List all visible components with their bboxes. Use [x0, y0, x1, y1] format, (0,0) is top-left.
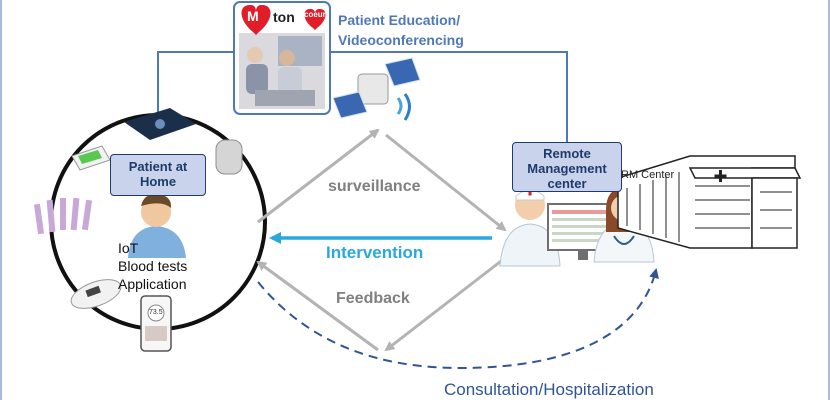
consultation-dashed-arrow	[257, 268, 659, 370]
pacemaker-icon	[215, 139, 243, 175]
surveillance-arrow-up	[257, 128, 380, 224]
connector-education-to-center	[330, 51, 568, 142]
smartphone-icon	[140, 295, 172, 352]
smart-scale-icon	[124, 108, 196, 140]
feedback-arrow-up	[256, 260, 379, 352]
building-sign: RM Center	[621, 169, 675, 181]
patient-avatar	[128, 193, 186, 258]
patient-box-line1: Patient at	[128, 159, 188, 174]
hospital-building-icon	[617, 155, 802, 249]
logo-letter-m: M	[247, 8, 259, 24]
consultation-label: Consultation/Hospitalization	[444, 380, 654, 399]
monitor-screen-icon	[547, 203, 617, 260]
feedback-arrow-down	[384, 256, 506, 352]
intervention-label: Intervention	[326, 243, 424, 262]
education-label-line1: Patient Education/	[338, 12, 461, 28]
education-label-line2: Videoconferencing	[338, 32, 464, 48]
remote-box-line3: center	[547, 176, 587, 191]
mtoncoeur-logo	[241, 4, 326, 35]
pulse-oximeter-icon	[70, 279, 122, 309]
remote-box-line2: Management	[527, 161, 607, 176]
remote-management-center-box: Remote Management center	[512, 142, 622, 192]
logo-word-coeur: coeur	[304, 10, 326, 19]
blood-test-tubes-icon	[33, 197, 93, 235]
patient-box-line2: Home	[139, 174, 177, 189]
surveillance-label: surveillance	[328, 178, 421, 195]
satellite-icon	[332, 57, 421, 121]
phone-reading: 73.5	[149, 309, 163, 316]
patient-item-blood-tests: Blood tests	[118, 258, 188, 274]
nurse-avatar	[499, 183, 561, 267]
remote-box-line1: Remote	[543, 146, 591, 161]
patient-item-iot: IoT	[118, 240, 139, 256]
patient-item-application: Application	[118, 276, 187, 292]
logo-word-ton: ton	[273, 9, 295, 25]
feedback-label: Feedback	[336, 290, 410, 307]
patient-at-home-box: Patient at Home	[110, 154, 206, 196]
surveillance-arrow-down	[385, 133, 507, 232]
videoconference-photo	[233, 1, 331, 115]
connector-patient-to-education	[157, 51, 234, 112]
